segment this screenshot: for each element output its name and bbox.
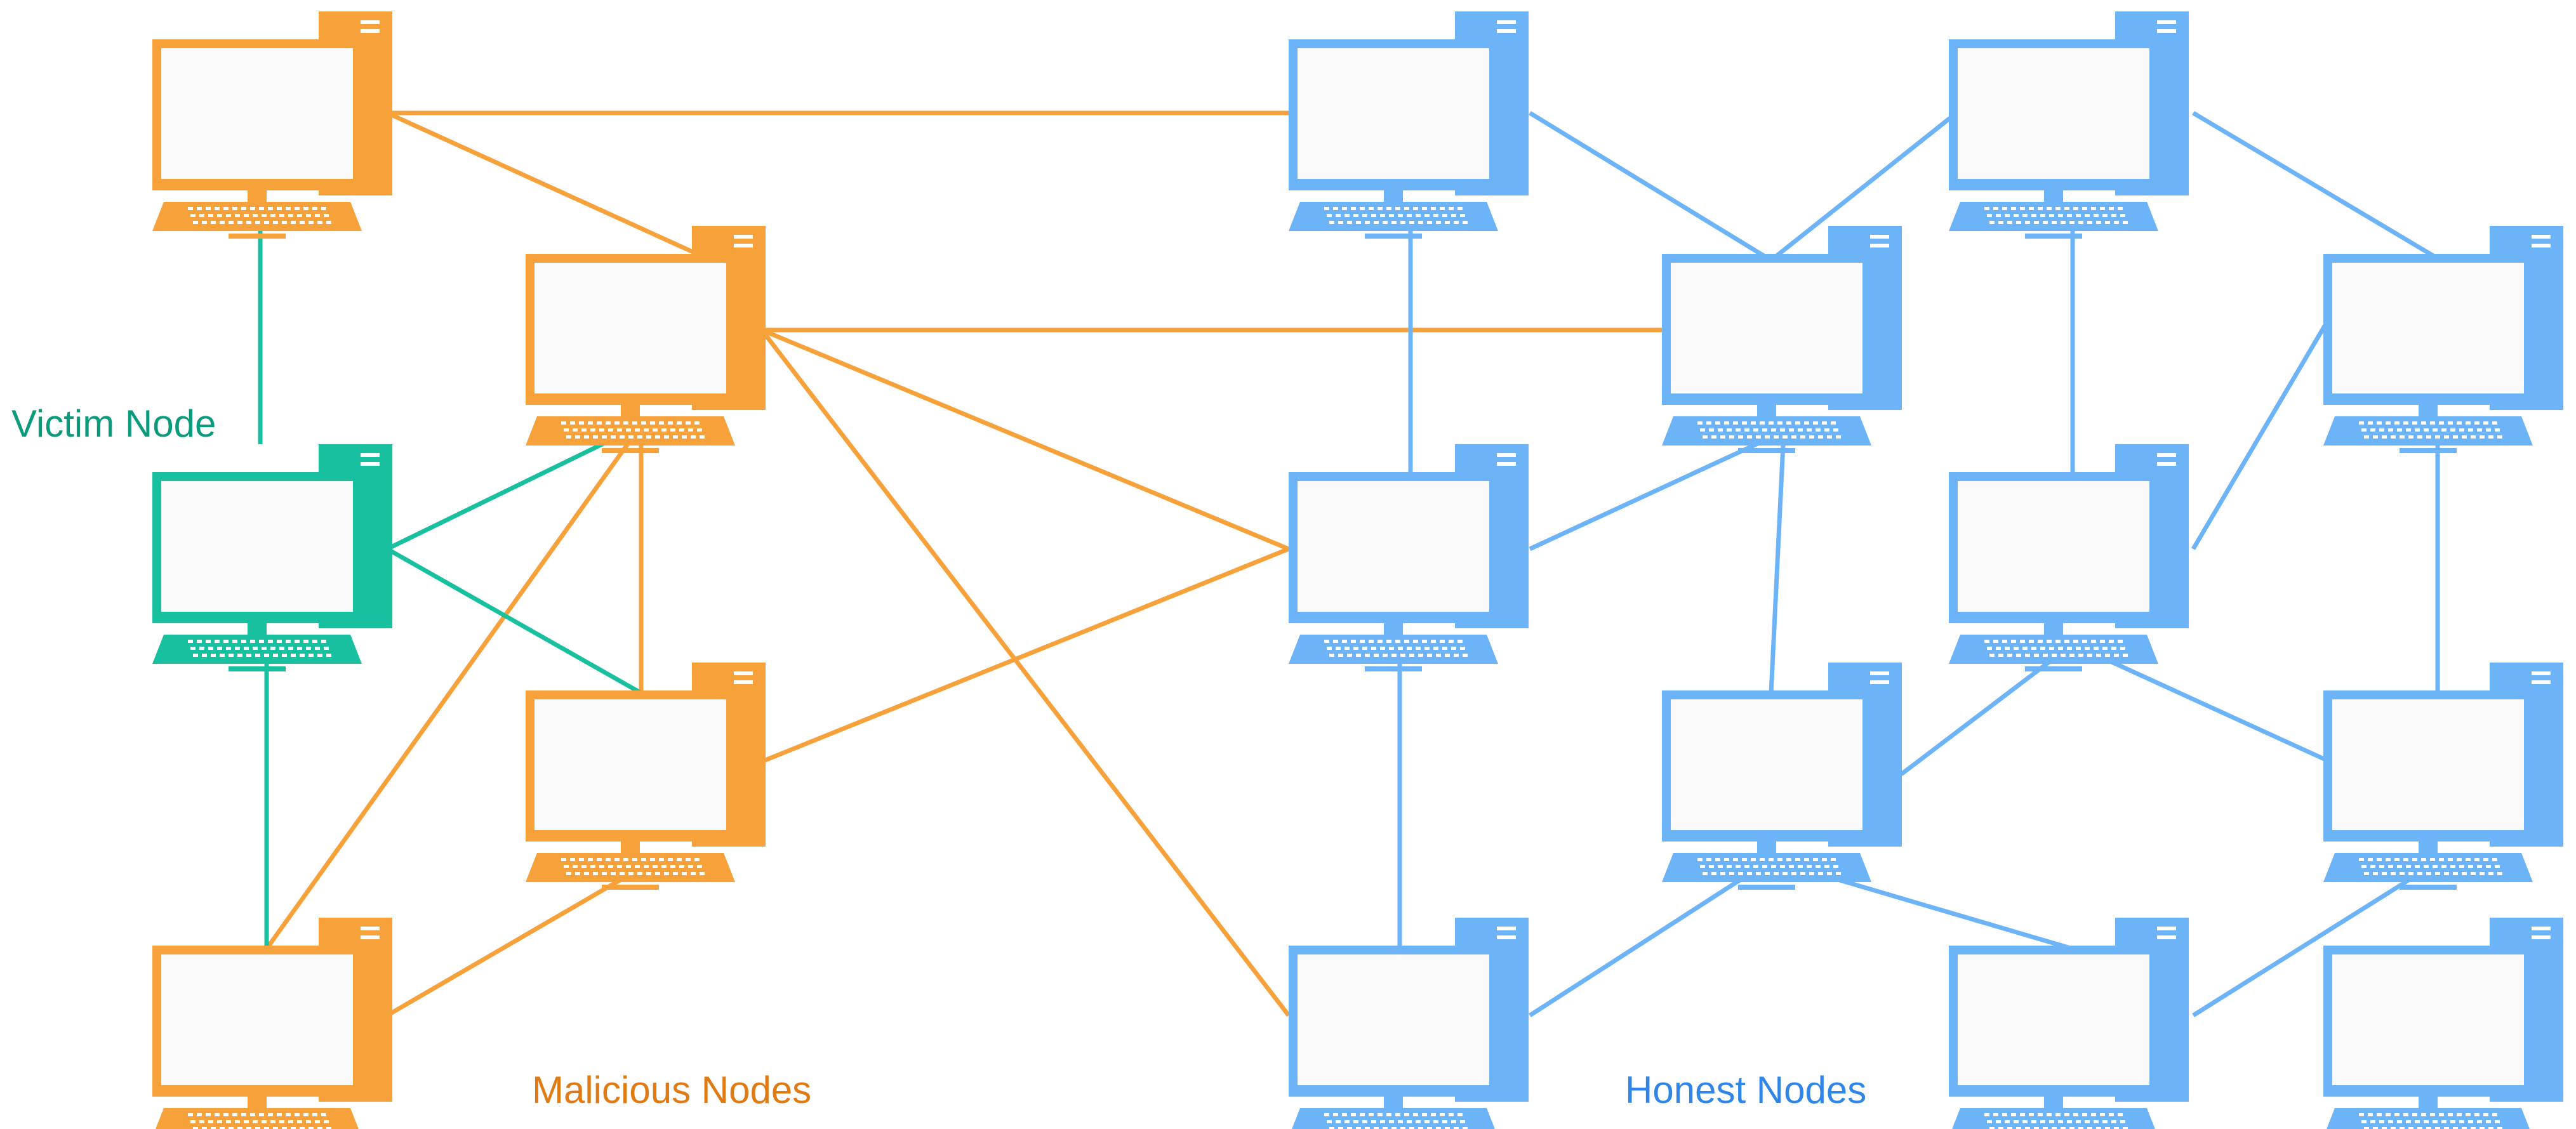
computer-icon-m4 [152, 918, 392, 1129]
computer-icon-h7 [1662, 663, 1902, 890]
edge-h4-h7 [1769, 431, 1786, 694]
computer-icon-h10 [1949, 918, 2189, 1129]
computer-icon-h11 [2323, 918, 2563, 1129]
edge-m1-m2 [386, 110, 712, 263]
edge-m3-h5 [760, 546, 1290, 764]
computer-icon-h9 [1289, 918, 1529, 1129]
edge-m2-h5 [760, 327, 1290, 551]
computer-icon-h5 [1289, 444, 1529, 671]
edge-h3-h6 [2191, 316, 2332, 550]
computer-icon-v [152, 444, 392, 671]
computer-icon-h6 [1949, 444, 2189, 671]
computer-icon-m3 [526, 663, 766, 890]
edge-m2-m4 [265, 423, 643, 951]
edge-v-m3 [386, 546, 642, 696]
edge-m4-m3 [386, 854, 661, 1018]
computer-icon-h4 [1662, 226, 1902, 453]
edge-h4-h2 [1769, 111, 1958, 262]
malicious-nodes-label: Malicious Nodes [532, 1069, 811, 1111]
computer-icon-h2 [1949, 11, 2189, 239]
computer-icon-m2 [526, 226, 766, 453]
computer-icon-h1 [1289, 11, 1529, 239]
victim-node-label: Victim Node [11, 402, 216, 445]
edge-h2-h3 [2192, 110, 2442, 263]
connection-lines [258, 110, 2442, 1018]
edge-h6-h7 [1899, 642, 2075, 776]
computer-nodes [152, 11, 2563, 1129]
edge-v-m2 [386, 423, 642, 551]
edge-h7-h9 [1529, 858, 1772, 1017]
computer-icon-h8 [2323, 663, 2563, 890]
computer-icon-m1 [152, 11, 392, 239]
honest-nodes-label: Honest Nodes [1625, 1069, 1866, 1111]
edge-m2-h9 [760, 328, 1291, 1017]
computer-icon-h3 [2323, 226, 2563, 453]
edge-h1-h4 [1529, 111, 1772, 262]
